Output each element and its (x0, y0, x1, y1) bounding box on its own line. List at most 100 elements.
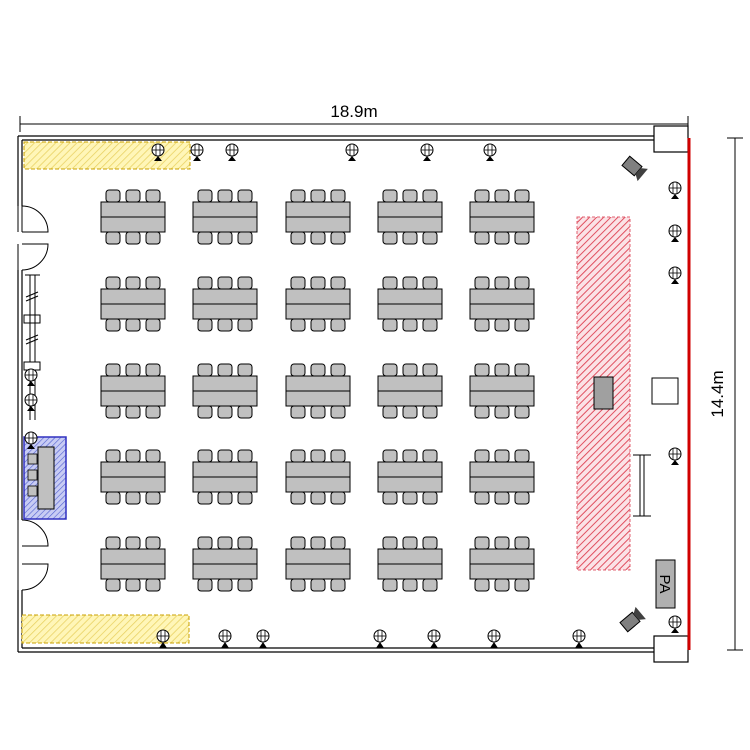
chair (422, 405, 438, 419)
chair (402, 405, 418, 419)
chair (422, 231, 438, 245)
chair (330, 318, 346, 332)
chair (125, 318, 141, 332)
chair (237, 578, 253, 592)
chair (105, 449, 121, 463)
chair (422, 318, 438, 332)
wall-light-icon (668, 181, 682, 199)
table-group (377, 536, 443, 592)
chair (145, 578, 161, 592)
chair (217, 578, 233, 592)
chair (402, 231, 418, 245)
chair (474, 449, 490, 463)
chair (145, 405, 161, 419)
lights (24, 143, 682, 648)
chair (382, 578, 398, 592)
chair (310, 318, 326, 332)
table-group (100, 363, 166, 419)
wall-light-icon (151, 143, 165, 161)
table-group (285, 536, 351, 592)
pa-system: PA (655, 559, 676, 609)
chair (237, 405, 253, 419)
table-group (469, 363, 535, 419)
chair (145, 449, 161, 463)
seating-area (100, 189, 535, 592)
chair (217, 536, 233, 550)
wall-light-icon (24, 368, 38, 386)
table-group (285, 276, 351, 332)
wall-light-icon (218, 629, 232, 648)
chair (474, 318, 490, 332)
chair (514, 363, 530, 377)
chair (197, 578, 213, 592)
chair (514, 536, 530, 550)
chair (382, 318, 398, 332)
chair (237, 449, 253, 463)
chair (105, 363, 121, 377)
chair (145, 231, 161, 245)
chair (474, 276, 490, 290)
table-group (469, 276, 535, 332)
chair (330, 491, 346, 505)
table-group (285, 363, 351, 419)
table-group (192, 276, 258, 332)
chair (474, 231, 490, 245)
chair (105, 231, 121, 245)
chair (197, 491, 213, 505)
chair (125, 405, 141, 419)
chair (105, 318, 121, 332)
chair (310, 491, 326, 505)
chair (237, 536, 253, 550)
table-group (377, 449, 443, 505)
chair (125, 276, 141, 290)
chair (422, 578, 438, 592)
chair (514, 405, 530, 419)
chair (422, 536, 438, 550)
chair (402, 536, 418, 550)
chair (237, 363, 253, 377)
wall-light-icon (572, 629, 586, 648)
lectern (593, 376, 614, 410)
chair (105, 578, 121, 592)
storage-area-top (23, 141, 191, 170)
depth-label: 14.4m (708, 370, 727, 417)
table-group (377, 363, 443, 419)
chair (217, 363, 233, 377)
chair (382, 189, 398, 203)
chair (197, 318, 213, 332)
chair (310, 536, 326, 550)
wall-light-icon (373, 629, 387, 648)
chair (217, 189, 233, 203)
chair (197, 449, 213, 463)
chair (217, 491, 233, 505)
chair (382, 276, 398, 290)
chair (217, 318, 233, 332)
chair (330, 189, 346, 203)
chair (514, 318, 530, 332)
chair (310, 405, 326, 419)
chair (237, 491, 253, 505)
chair (290, 578, 306, 592)
chair (494, 578, 510, 592)
chair (330, 231, 346, 245)
table-group (285, 449, 351, 505)
table-group (100, 449, 166, 505)
chair (237, 276, 253, 290)
wall-light-icon (483, 143, 497, 161)
chair (382, 449, 398, 463)
table-group (192, 363, 258, 419)
wall-light-icon (668, 224, 682, 242)
chair (290, 363, 306, 377)
wall-light-icon (225, 143, 239, 161)
chair (422, 363, 438, 377)
chair (494, 491, 510, 505)
wall-light-icon (668, 447, 682, 465)
wall-light-icon (487, 629, 501, 648)
chair (474, 363, 490, 377)
chair (237, 189, 253, 203)
chair (290, 276, 306, 290)
chair (145, 491, 161, 505)
chair (494, 189, 510, 203)
chair (105, 405, 121, 419)
chair (402, 578, 418, 592)
